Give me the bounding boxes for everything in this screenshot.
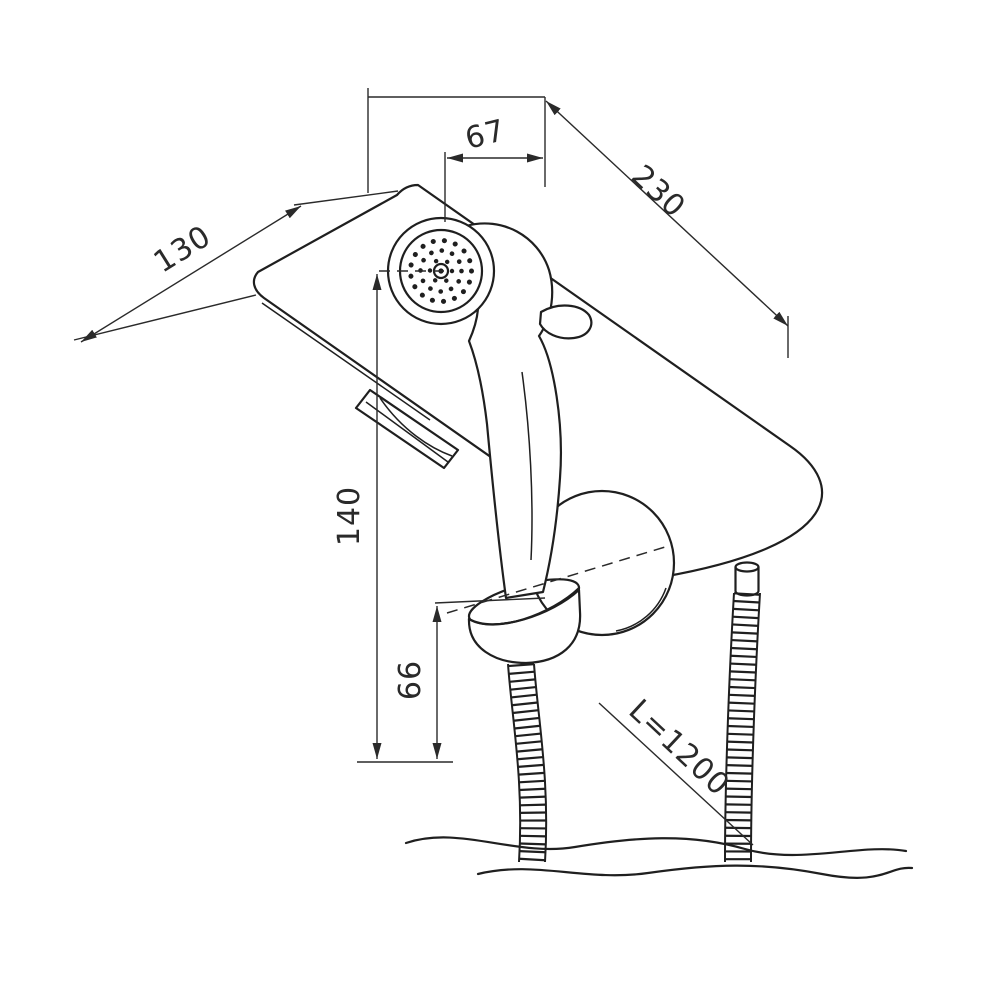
ext-line-66-top <box>434 597 546 604</box>
hose-right-connector <box>734 561 760 573</box>
ext-line-130-upper <box>293 190 399 206</box>
hose-left-ribs <box>508 663 547 863</box>
spray-holes-inner <box>427 257 455 285</box>
holder-centerline <box>446 546 666 614</box>
dim-label-hose-length: L=1200 <box>622 693 737 803</box>
hose-left <box>507 663 548 863</box>
dim-label-66: 66 <box>393 660 428 700</box>
hose-right <box>724 561 761 863</box>
hose-right-edge-b <box>750 592 761 863</box>
dim-label-230: 230 <box>624 158 692 225</box>
hose-right-edge-a <box>724 592 735 863</box>
wave-lower <box>476 864 914 879</box>
break-lines <box>404 836 914 879</box>
handle-seam <box>521 371 533 561</box>
hose-right-ribs <box>725 592 760 863</box>
wave-upper <box>404 836 908 857</box>
holder-flange-inner-arc <box>615 587 667 632</box>
ext-line-130-lower <box>73 294 257 341</box>
holder-cup-rim-front <box>467 586 581 626</box>
paper-slot <box>354 388 460 470</box>
dim-label-130: 130 <box>148 219 218 281</box>
dim-label-140: 140 <box>332 486 367 546</box>
dim-label-67: 67 <box>462 113 509 157</box>
dim-line-230 <box>545 100 789 327</box>
paper-edge <box>379 397 453 457</box>
dim-line-130 <box>80 205 302 343</box>
spray-holes-outer <box>408 238 474 304</box>
hose-left-edge-b <box>533 663 548 863</box>
holder-cup-front <box>467 586 582 665</box>
leader-line-hose-length <box>598 702 754 846</box>
sprayer-trigger <box>538 304 593 340</box>
hose-left-edge-a <box>507 663 522 863</box>
